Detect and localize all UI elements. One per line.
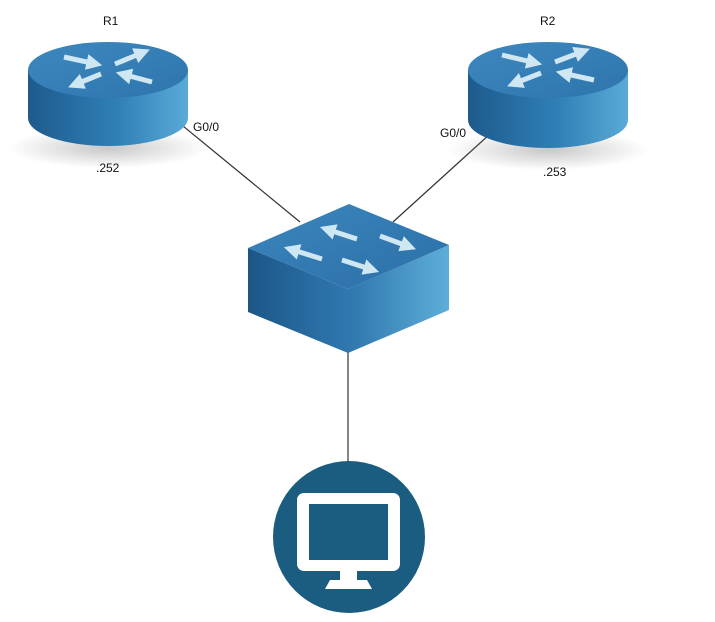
router-r2-name: R2	[540, 14, 556, 28]
router-r2[interactable]	[448, 42, 648, 170]
router-r2-address: .253	[543, 165, 567, 179]
router-r1-name: R1	[103, 14, 119, 28]
router-r1-address: .252	[96, 161, 120, 175]
host-pc[interactable]	[273, 461, 425, 613]
monitor-icon	[297, 493, 400, 589]
router-r1[interactable]	[8, 42, 208, 168]
router-arrows-icon	[501, 46, 595, 88]
router-r1-interface: G0/0	[193, 120, 220, 134]
router-arrows-icon	[63, 48, 153, 89]
router-r2-interface: G0/0	[440, 126, 467, 140]
link-r1-switch	[182, 125, 301, 223]
switch[interactable]	[248, 204, 449, 353]
switch-arrows-icon	[283, 224, 417, 275]
